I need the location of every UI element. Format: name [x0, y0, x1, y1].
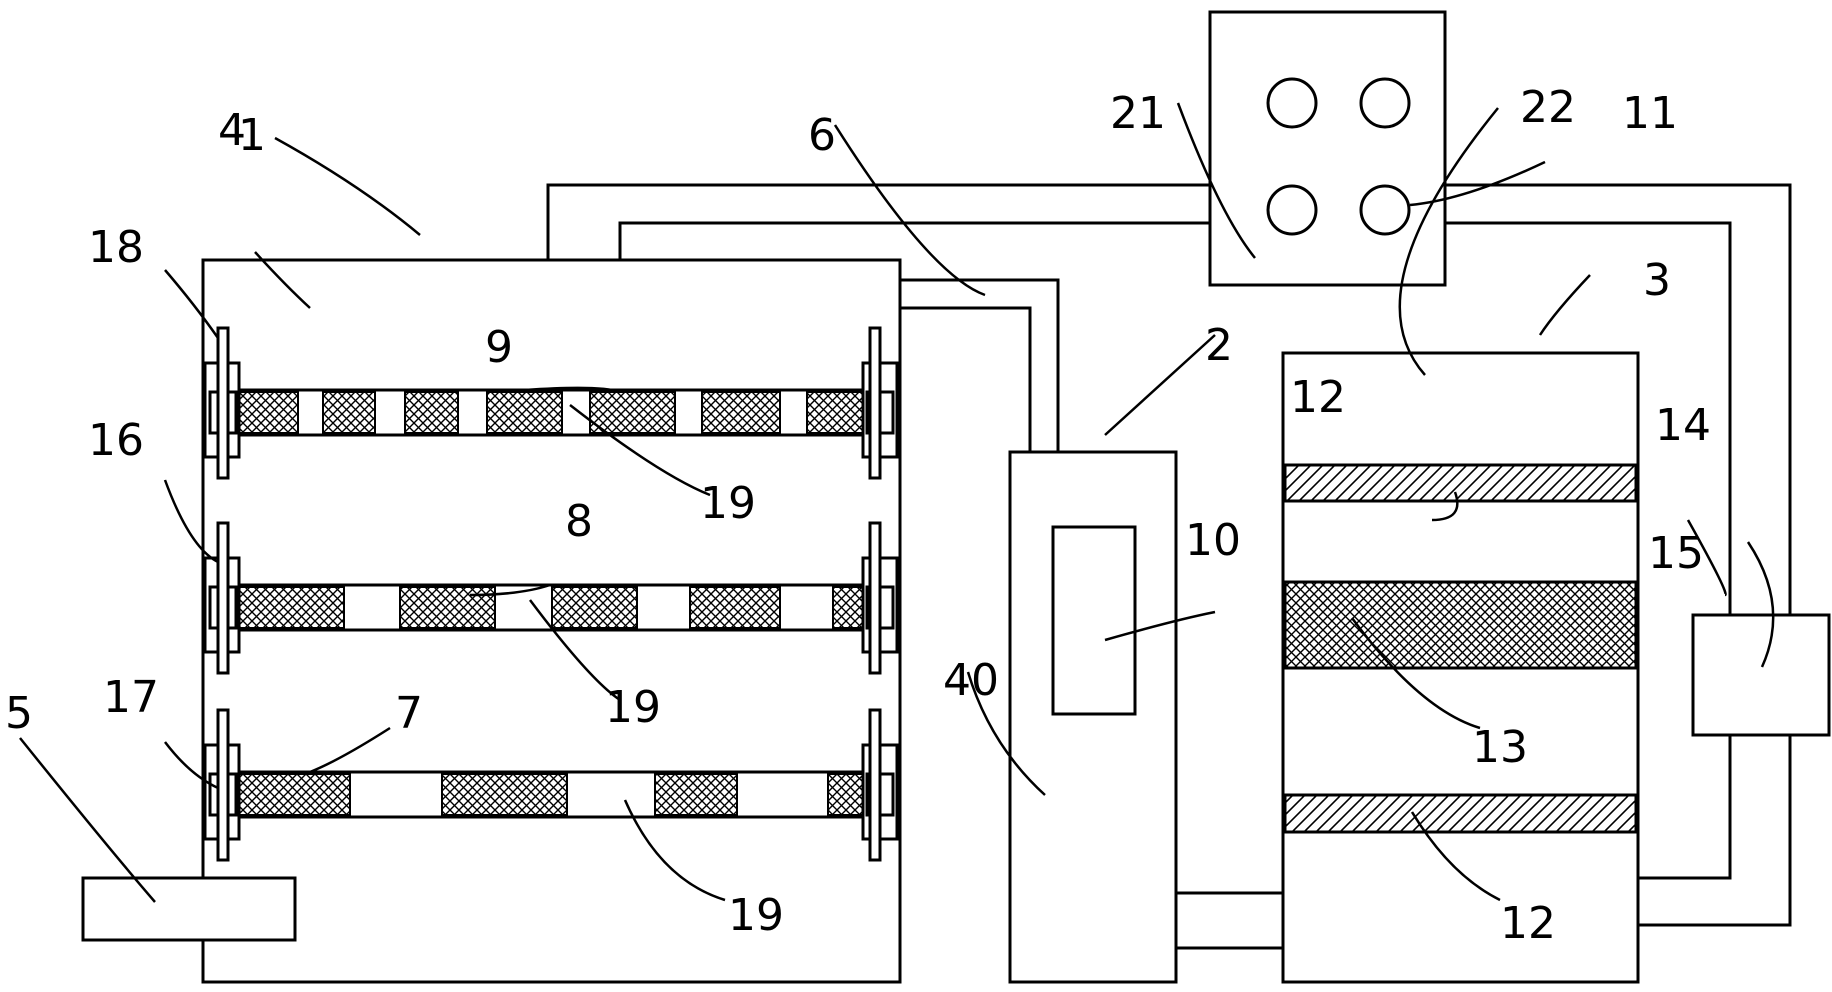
connector-pipe-2-3 — [1176, 891, 1283, 950]
label-14: 14 — [1655, 400, 1711, 451]
label-3: 3 — [1643, 255, 1671, 306]
leader-lines — [19, 102, 1775, 903]
band-12-top — [1283, 463, 1638, 503]
knob-icon — [1266, 184, 1318, 236]
label-15: 15 — [1648, 528, 1704, 579]
label-9: 9 — [485, 322, 513, 373]
label-2: 2 — [1205, 320, 1233, 371]
label-11: 11 — [1622, 88, 1678, 139]
label-5: 5 — [5, 688, 33, 739]
window-10 — [1051, 525, 1137, 716]
label-6: 6 — [808, 110, 836, 161]
label-10: 10 — [1185, 515, 1241, 566]
knob-icon — [1266, 77, 1318, 129]
label-22: 22 — [1520, 82, 1576, 133]
right-brackets — [861, 326, 899, 862]
label-7: 7 — [395, 688, 423, 739]
heating-bar-7 — [208, 770, 887, 819]
label-1: 1 — [238, 110, 266, 161]
label-16: 16 — [88, 415, 144, 466]
label-40: 40 — [943, 655, 999, 706]
label-18: 18 — [88, 222, 144, 273]
band-13 — [1283, 580, 1638, 670]
label-19c: 19 — [728, 890, 784, 941]
label-17: 17 — [103, 672, 159, 723]
label-19b: 19 — [605, 682, 661, 733]
heating-bar-9 — [208, 388, 887, 437]
knob-icon — [1359, 184, 1411, 236]
band-12-bottom — [1283, 793, 1638, 834]
box-5 — [81, 876, 297, 942]
controller-21 — [1208, 10, 1447, 287]
label-19a: 19 — [700, 478, 756, 529]
box-15 — [1691, 613, 1831, 737]
label-12a: 12 — [1290, 372, 1346, 423]
label-8: 8 — [565, 496, 593, 547]
label-4: 4 — [218, 105, 246, 156]
label-12b: 12 — [1500, 898, 1556, 949]
label-13: 13 — [1472, 722, 1528, 773]
label-21: 21 — [1110, 88, 1166, 139]
knob-icon — [1359, 77, 1411, 129]
left-brackets — [203, 326, 241, 862]
